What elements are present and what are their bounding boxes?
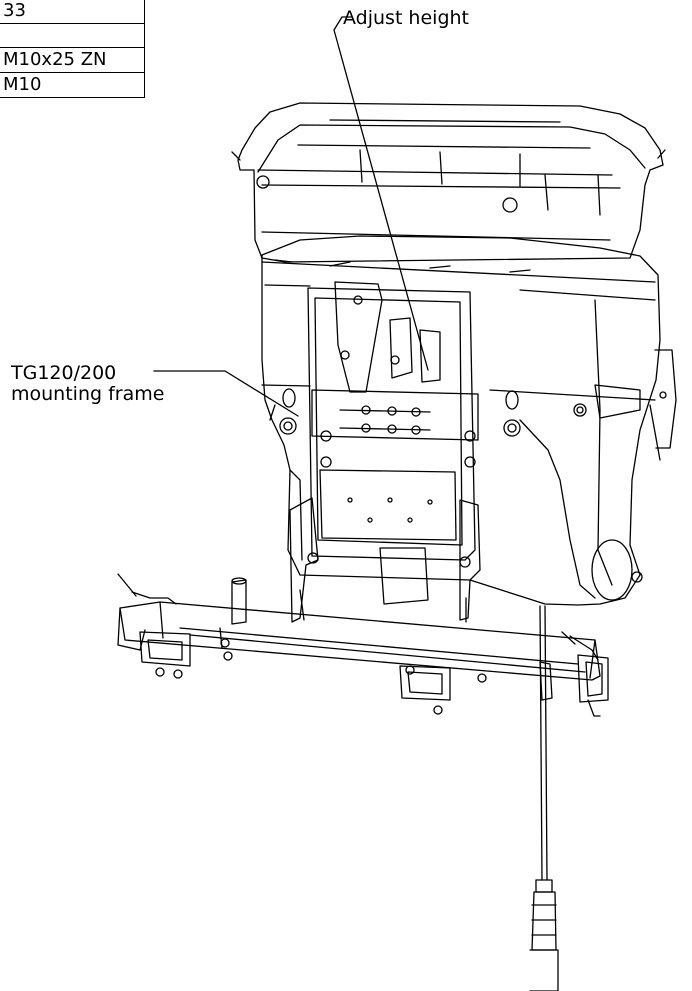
parts-table-cell: 33: [0, 0, 145, 24]
mounting-frame-label: TG120/200 mounting frame: [11, 363, 164, 405]
drive-cable: [529, 605, 559, 991]
leader-lines: [153, 16, 429, 417]
mounting-frame: [289, 281, 481, 623]
parts-table-cell: M10: [0, 72, 145, 98]
parts-table-row: M10: [0, 72, 145, 98]
parts-table: 33 M10x25 ZN M10: [0, 0, 145, 98]
mounting-frame-label-line1: TG120/200: [11, 362, 117, 384]
hopper-lid: [231, 102, 666, 263]
parts-table-row: 33: [0, 0, 145, 24]
mounting-frame-leader: [153, 370, 299, 417]
adjust-height-label: Adjust height: [343, 7, 469, 29]
crossbar-assembly: [117, 573, 609, 717]
hopper-body: [261, 235, 677, 606]
adjust-height-leader: [333, 16, 429, 371]
mounting-frame-label-line2: mounting frame: [11, 383, 165, 405]
